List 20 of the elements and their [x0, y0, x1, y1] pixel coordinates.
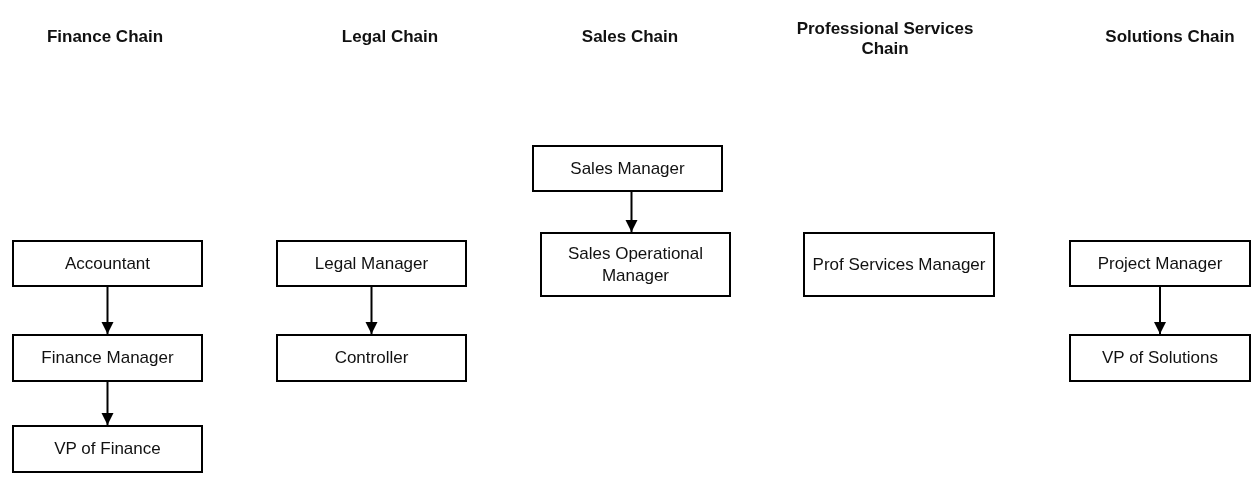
role-box: VP of Solutions: [1069, 334, 1251, 382]
role-box: Controller: [276, 334, 467, 382]
arrow: [101, 381, 114, 426]
role-box: Prof Services Manager: [803, 232, 995, 297]
role-box: Project Manager: [1069, 240, 1251, 287]
role-box: Finance Manager: [12, 334, 203, 382]
arrow: [365, 286, 378, 335]
arrow: [101, 286, 114, 335]
role-box: Sales Manager: [532, 145, 723, 192]
arrow: [1154, 286, 1166, 335]
role-box: VP of Finance: [12, 425, 203, 473]
role-box: Accountant: [12, 240, 203, 287]
arrow: [625, 191, 638, 233]
chain-heading: Professional Services Chain: [795, 19, 975, 60]
chain-heading: Solutions Chain: [1104, 27, 1236, 48]
chain-heading: Finance Chain: [45, 27, 165, 48]
chain-heading: Sales Chain: [580, 27, 680, 48]
chain-heading: Legal Chain: [340, 27, 440, 48]
role-box: Legal Manager: [276, 240, 467, 287]
role-box: Sales Operational Manager: [540, 232, 731, 297]
